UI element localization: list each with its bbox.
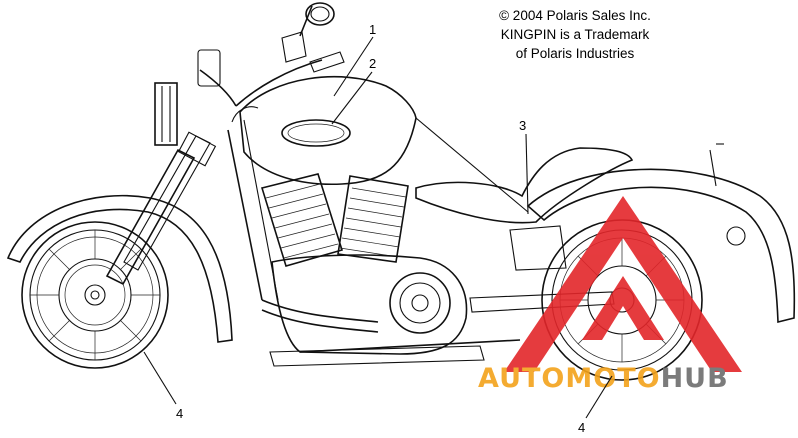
watermark-triangle-logo xyxy=(504,196,742,372)
front-fork xyxy=(105,131,217,286)
callout-1: 1 xyxy=(369,22,376,37)
rear-fender xyxy=(526,168,796,324)
copyright-line-2: KINGPIN is a Trademark xyxy=(500,27,650,42)
fuel-tank xyxy=(231,76,417,186)
watermark-text-hub: HUB xyxy=(661,363,729,394)
copyright-notice: © 2004 Polaris Sales Inc. KINGPIN is a T… xyxy=(470,6,680,63)
front-fender xyxy=(6,194,233,343)
handlebars xyxy=(197,2,345,107)
watermark-text-auto: AUTO xyxy=(478,363,565,394)
callout-2: 2 xyxy=(369,56,376,71)
watermark-text-moto: MOTO xyxy=(565,363,660,394)
autotmotohub-watermark: AUTOMOTOHUB xyxy=(478,196,742,394)
copyright-line-1: © 2004 Polaris Sales Inc. xyxy=(499,8,651,23)
headlight xyxy=(154,82,178,146)
seat xyxy=(415,147,634,224)
tank-emblem-decal xyxy=(281,119,351,147)
callout-leaders xyxy=(143,36,613,419)
engine xyxy=(260,173,468,355)
floorboard xyxy=(269,345,485,367)
copyright-line-3: of Polaris Industries xyxy=(515,46,635,61)
engine-cover xyxy=(389,272,451,334)
callout-4-front: 4 xyxy=(176,406,183,421)
callout-3: 3 xyxy=(519,118,526,133)
svg-text:AUTOMOTOHUB: AUTOMOTOHUB xyxy=(478,363,729,394)
watermark-inner-triangle xyxy=(582,276,664,340)
front-wheel xyxy=(21,221,169,369)
frame xyxy=(227,117,529,353)
callout-4-rear: 4 xyxy=(578,420,585,435)
side-cover xyxy=(509,225,567,271)
